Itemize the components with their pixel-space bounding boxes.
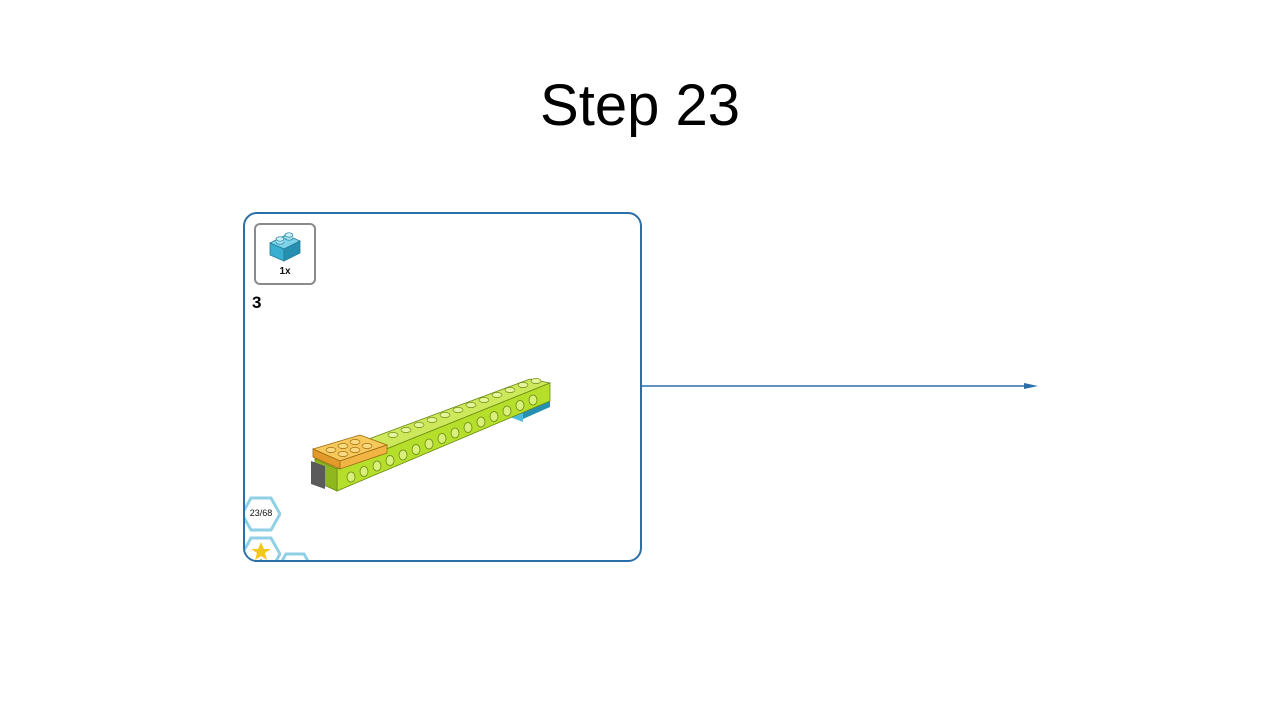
instruction-panel: 1x 3 <box>243 212 642 562</box>
hexagon-icon <box>280 552 310 560</box>
substep-number: 3 <box>252 293 262 312</box>
extra-badge <box>277 552 313 560</box>
progress-badge: 23/68 <box>245 496 282 532</box>
page-title: Step 23 <box>540 73 740 138</box>
parts-quantity: 1x <box>279 266 291 277</box>
points-badge: 0 <box>245 536 282 560</box>
hexagon-icon <box>245 496 282 532</box>
hexagon-icon <box>245 536 282 560</box>
arrow-connector <box>640 383 1038 389</box>
progress-text: 23/68 <box>249 508 273 518</box>
arrowhead-icon <box>1024 383 1038 389</box>
brick-1x2-icon <box>269 232 301 262</box>
model-illustration <box>311 378 552 492</box>
parts-callout: 1x <box>254 223 316 285</box>
points-text: 0 <box>245 558 281 560</box>
star-icon <box>251 542 271 560</box>
